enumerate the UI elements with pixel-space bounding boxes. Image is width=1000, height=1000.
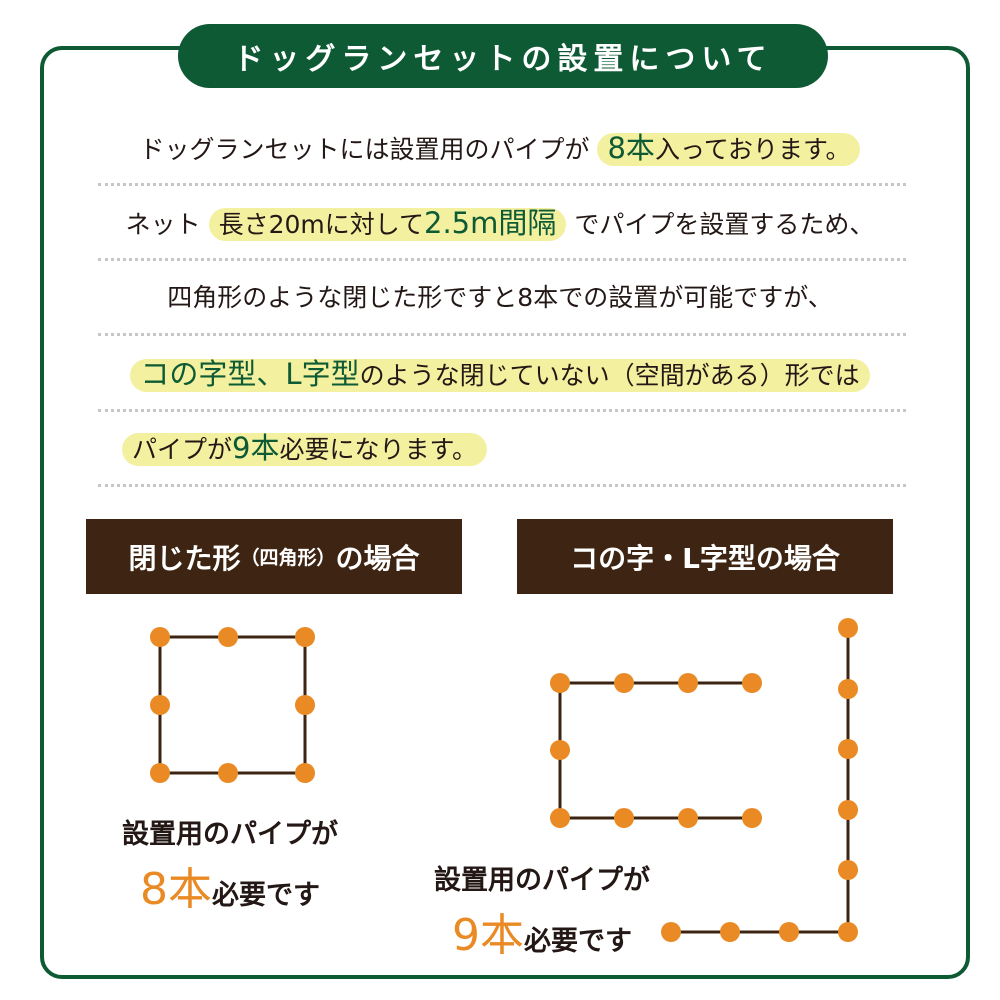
intro-line-2-suffix: でパイプを設置するため、 bbox=[566, 210, 875, 239]
net-line bbox=[671, 628, 850, 934]
pipe-points bbox=[550, 673, 762, 828]
dotted-divider bbox=[98, 484, 906, 487]
l-shape-diagram bbox=[661, 618, 858, 942]
pipe-icon bbox=[838, 922, 858, 942]
closed-heading-main: 閉じた形 bbox=[128, 541, 241, 575]
intro-line-3: 四角形のような閉じた形ですと8本での設置が可能ですが、 bbox=[100, 278, 900, 318]
highlight-9-rest: 必要になります。 bbox=[279, 435, 477, 464]
pipe-icon bbox=[838, 618, 858, 638]
highlight-spacing-value: 2.5m間隔 bbox=[424, 206, 557, 240]
closed-caption-count: 8本 bbox=[140, 864, 212, 915]
net-line bbox=[158, 635, 307, 775]
closed-shape-heading: 閉じた形（四角形）の場合 bbox=[86, 519, 462, 594]
intro-line-4: コの字型、L字型のような閉じていない（空間がある）形では bbox=[100, 354, 900, 394]
intro-line-3-text: 四角形のような閉じた形ですと8本での設置が可能ですが、 bbox=[167, 283, 833, 312]
pipe-icon bbox=[678, 808, 698, 828]
pipe-icon bbox=[150, 627, 170, 647]
highlight-8-rest: 入っております。 bbox=[654, 135, 851, 164]
closed-caption-line1: 設置用のパイプが bbox=[122, 819, 338, 850]
open-shape-heading: コの字・L字型の場合 bbox=[517, 519, 893, 594]
intro-line-2: ネット 長さ20mに対して2.5m間隔 でパイプを設置するため、 bbox=[100, 203, 900, 243]
pipe-icon bbox=[779, 922, 799, 942]
intro-line-2-prefix: ネット bbox=[125, 210, 209, 239]
closed-heading-suffix: の場合 bbox=[335, 541, 420, 575]
closed-caption-suffix: 必要です bbox=[212, 880, 320, 911]
page-title: ドッグランセットの設置について bbox=[178, 24, 828, 88]
pipe-icon bbox=[150, 695, 170, 715]
open-shape-caption: 設置用のパイプが 9本必要です bbox=[402, 858, 682, 963]
intro-line-1-prefix: ドッグランセットには設置用のパイプが bbox=[139, 135, 598, 164]
highlight-9-count: 9本 bbox=[232, 431, 280, 465]
highlight-9-prefix: パイプが bbox=[132, 435, 233, 464]
intro-line-5: パイプが9本必要になります。 bbox=[122, 428, 487, 468]
dotted-divider bbox=[98, 183, 906, 186]
pipe-points bbox=[150, 627, 315, 783]
pipe-icon bbox=[838, 860, 858, 880]
highlight-open-shape-names: コの字型、L字型 bbox=[140, 357, 360, 391]
u-shape-diagram bbox=[550, 673, 762, 828]
pipe-icon bbox=[678, 673, 698, 693]
highlight-spacing: 長さ20mに対して2.5m間隔 bbox=[208, 206, 567, 241]
closed-square-diagram bbox=[150, 627, 315, 783]
dotted-divider bbox=[98, 409, 906, 412]
highlight-open-shapes-rest: のような閉じていない（空間がある）形では bbox=[359, 361, 860, 390]
pipe-icon bbox=[742, 673, 762, 693]
pipe-icon bbox=[550, 673, 570, 693]
pipe-icon bbox=[614, 673, 634, 693]
pipe-icon bbox=[742, 808, 762, 828]
pipe-icon bbox=[550, 808, 570, 828]
net-line bbox=[558, 681, 752, 820]
open-caption-suffix: 必要です bbox=[524, 926, 632, 957]
closed-shape-caption: 設置用のパイプが 8本必要です bbox=[90, 812, 370, 917]
open-caption-count: 9本 bbox=[452, 910, 524, 961]
pipe-icon bbox=[661, 922, 681, 942]
open-caption-line1: 設置用のパイプが bbox=[434, 865, 650, 896]
pipe-icon bbox=[550, 740, 570, 760]
highlight-open-shapes: コの字型、L字型のような閉じていない（空間がある）形では bbox=[130, 357, 870, 392]
closed-heading-paren: （四角形） bbox=[240, 547, 336, 569]
pipe-icon bbox=[838, 739, 858, 759]
pipe-icon bbox=[838, 679, 858, 699]
pipe-icon bbox=[295, 695, 315, 715]
dotted-divider bbox=[98, 333, 906, 336]
dotted-divider bbox=[98, 258, 906, 261]
intro-line-1: ドッグランセットには設置用のパイプが 8本入っております。 bbox=[100, 128, 900, 168]
highlight-net-length: 長さ20mに対して bbox=[218, 210, 425, 239]
pipe-icon bbox=[150, 763, 170, 783]
highlight-8-pipes: 8本入っております。 bbox=[597, 131, 861, 166]
pipe-points bbox=[661, 618, 858, 942]
highlight-8-count: 8本 bbox=[607, 131, 655, 165]
pipe-icon bbox=[720, 922, 740, 942]
pipe-icon bbox=[614, 808, 634, 828]
pipe-icon bbox=[218, 763, 238, 783]
page-title-text: ドッグランセットの設置について bbox=[233, 42, 773, 77]
pipe-icon bbox=[295, 627, 315, 647]
open-heading-text: コの字・L字型の場合 bbox=[570, 541, 840, 575]
pipe-icon bbox=[838, 800, 858, 820]
pipe-icon bbox=[218, 627, 238, 647]
pipe-icon bbox=[295, 763, 315, 783]
highlight-9-pipes: パイプが9本必要になります。 bbox=[122, 431, 487, 466]
